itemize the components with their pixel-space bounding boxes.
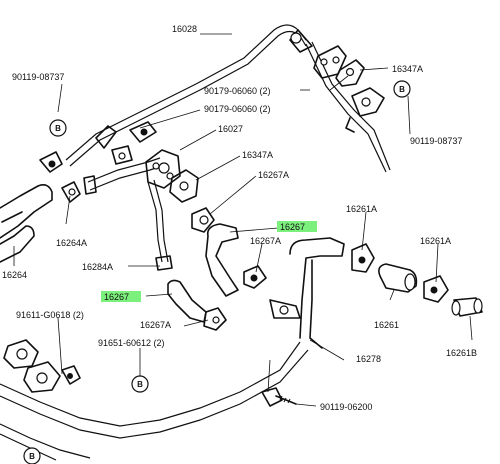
label-16278: 16278 [356, 354, 381, 364]
part-center-down-pipe [147, 179, 173, 271]
label-16261: 16261 [374, 320, 399, 330]
label-91651-60612: 91651-60612 (2) [98, 338, 165, 348]
part-bottom-bolt-90119-06200 [261, 387, 297, 407]
label-16028: 16028 [172, 24, 197, 34]
label-16261a-right: 16261A [420, 236, 451, 246]
label-16264a: 16264A [56, 238, 87, 248]
part-16267-hose-lower [167, 279, 207, 323]
label-16027: 16027 [218, 124, 243, 134]
label-16267-upper: 16267 [280, 222, 305, 232]
part-16264-hose [0, 184, 53, 263]
part-16261a-clamp-upper [351, 243, 375, 273]
label-16267a-middle: 16267A [250, 236, 281, 246]
part-right-pipe [305, 41, 391, 173]
part-center-flange [145, 149, 181, 189]
label-16267a-lower: 16267A [140, 320, 171, 330]
label-91611-g0618: 91611-G0618 (2) [16, 310, 84, 320]
part-lower-flanges [3, 339, 81, 393]
label-16347a-center: 16347A [242, 150, 273, 160]
part-upper-flange [313, 45, 347, 79]
part-labels: 16028 90119-08737 90179-06060 (2) 90179-… [2, 24, 477, 412]
label-16267a-upper: 16267A [258, 170, 289, 180]
part-16261-hose [378, 263, 418, 293]
part-16267a-clamp-mid [191, 207, 215, 233]
label-90119-08737-left: 90119-08737 [12, 72, 64, 82]
label-16261a-upper: 16261A [346, 204, 377, 214]
part-hose-clamp [243, 265, 267, 289]
part-16261a-clamp-right [423, 275, 449, 303]
part-16278-pipe [269, 237, 345, 349]
svg-text:B: B [55, 124, 61, 133]
label-16261b: 16261B [446, 348, 477, 358]
label-90179-06060-upper: 90179-06060 (2) [204, 86, 271, 96]
svg-text:B: B [399, 85, 405, 94]
part-upper-gasket-16347a [335, 59, 365, 87]
part-lower-pipe [0, 341, 309, 461]
leader-lines [13, 33, 473, 407]
part-16027-pipe [83, 145, 163, 195]
svg-text:B: B [29, 452, 35, 461]
svg-text:B: B [137, 380, 143, 389]
label-16284a: 16284A [82, 262, 113, 272]
label-16267-lower: 16267 [104, 292, 129, 302]
label-90119-06200: 90119-06200 [320, 402, 372, 412]
label-90179-06060-lower: 90179-06060 (2) [204, 104, 271, 114]
part-left-clamps [39, 151, 81, 203]
part-right-clamp [345, 87, 385, 133]
part-16261b-fitting [451, 297, 483, 317]
highlight-16267-upper [277, 221, 317, 232]
label-16264: 16264 [2, 270, 27, 280]
part-center-gasket-16347a [169, 169, 199, 203]
part-upper-bolts [95, 121, 157, 149]
highlight-16267-lower [101, 291, 141, 302]
b-marker-2: B [393, 80, 411, 98]
b-marker-3: B [131, 375, 149, 393]
part-16028-pipe [65, 24, 313, 167]
part-16267a-clamp-lower [203, 307, 227, 331]
label-16347a-upper: 16347A [392, 64, 423, 74]
label-90119-08737-right: 90119-08737 [410, 136, 462, 146]
b-marker-1: B [49, 119, 67, 137]
b-marker-4: B [23, 447, 41, 464]
part-16267-hose-upper [205, 223, 239, 297]
